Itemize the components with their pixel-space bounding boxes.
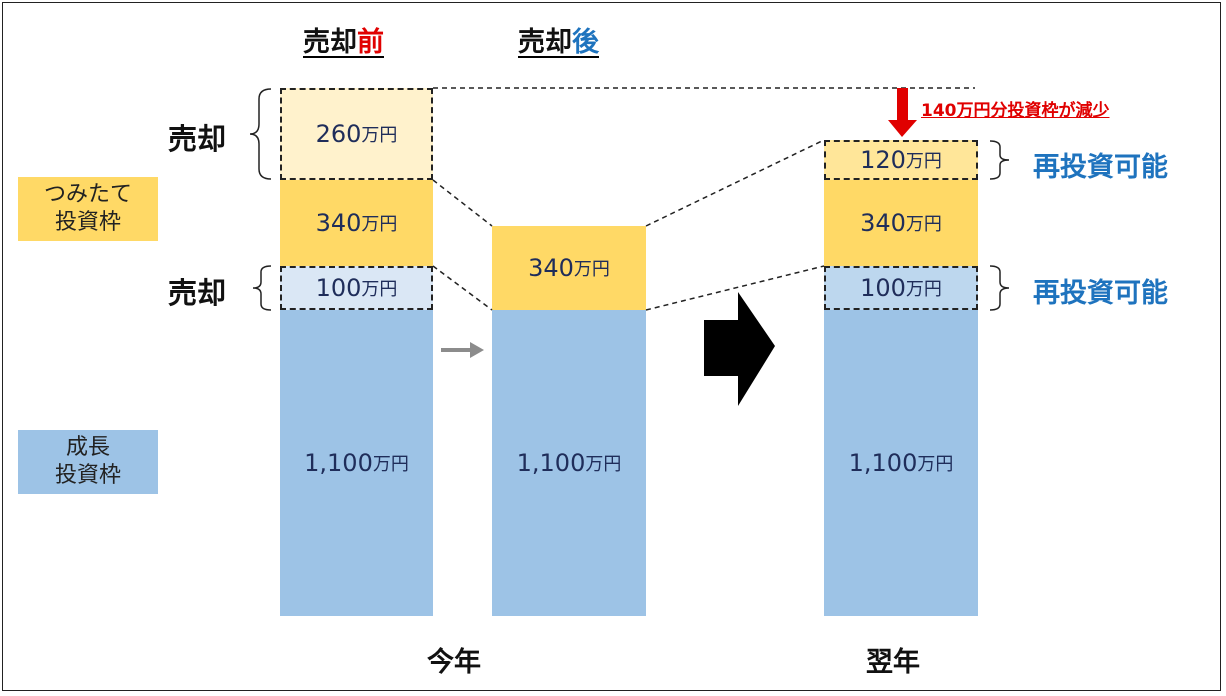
label-this-year: 今年 bbox=[427, 647, 481, 678]
label-reinvest-mid: 再投資可能 bbox=[1033, 278, 1168, 309]
label-sell-mid: 売却 bbox=[168, 276, 227, 310]
brace-right-mid bbox=[989, 265, 1010, 311]
arrow-down-icon bbox=[888, 88, 917, 137]
label-reinvest-top: 再投資可能 bbox=[1033, 152, 1168, 183]
label-next-year: 翌年 bbox=[866, 647, 920, 678]
dashed-line-after-to-next-mid bbox=[645, 265, 825, 311]
legend-growth: 成長 投資枠 bbox=[18, 430, 158, 494]
header-before-sale: 売却前 bbox=[303, 27, 384, 58]
note-quota-decrease: 140万円分投資枠が減少 bbox=[921, 101, 1110, 121]
arrow-right-icon bbox=[441, 342, 484, 358]
header-after-sale: 売却後 bbox=[518, 27, 599, 58]
dashed-line-before-to-after-top bbox=[432, 179, 493, 227]
legend-tsumitate: つみたて 投資枠 bbox=[18, 177, 158, 241]
brace-left-top bbox=[249, 88, 272, 180]
label-sell-top: 売却 bbox=[168, 122, 227, 156]
dashed-line-before-to-after-mid bbox=[432, 265, 493, 311]
brace-right-top bbox=[989, 140, 1010, 180]
brace-left-mid bbox=[252, 265, 272, 311]
arrow-right-icon bbox=[704, 292, 775, 406]
dashed-line-after-to-next-top bbox=[645, 139, 825, 227]
